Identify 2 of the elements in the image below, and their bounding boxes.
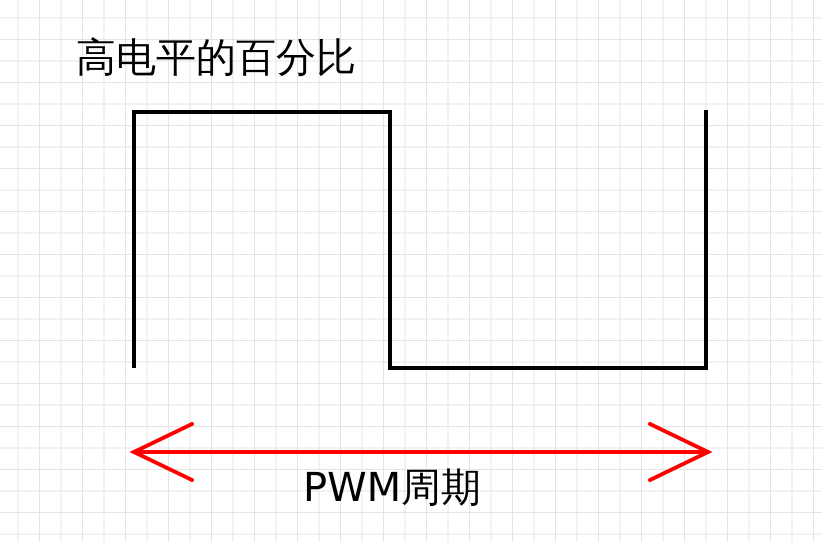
period-label: PWM周期 xyxy=(303,464,482,512)
waveform-title: 高电平的百分比 xyxy=(76,34,356,82)
